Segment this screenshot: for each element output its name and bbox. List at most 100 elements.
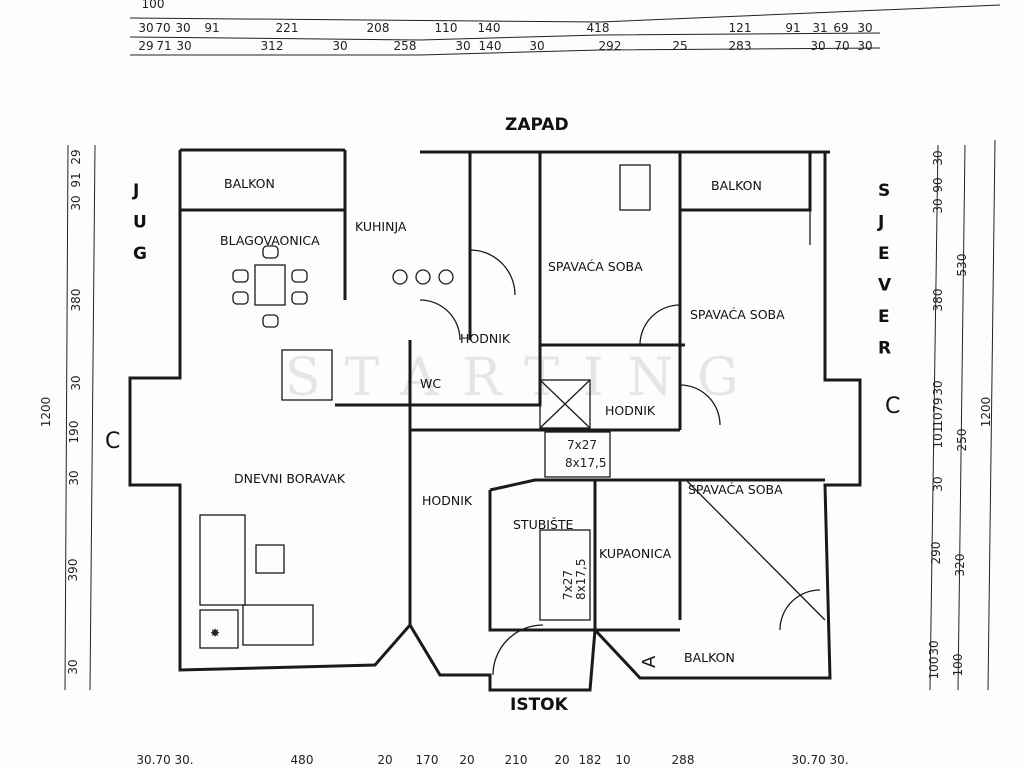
dimension-label: 30 [931, 198, 945, 213]
dimension-label: 320 [953, 554, 967, 577]
dimension-label: 30 [138, 21, 153, 35]
dimension-label: 30 [67, 470, 81, 485]
dimension-label: 20 [459, 753, 474, 767]
room-hodnik-1: HODNIK [460, 331, 511, 346]
outer-walls [128, 148, 862, 692]
dimension-label: 30 [931, 380, 945, 395]
dimension-label: 290 [929, 542, 943, 565]
dimension-label: 90 [931, 177, 945, 192]
room-wc: WC [420, 376, 441, 391]
dimension-label: 190 [67, 421, 81, 444]
dimension-label: 91 [785, 21, 800, 35]
dimension-label: 30 [69, 195, 83, 210]
dimension-label: 30 [455, 39, 470, 53]
dimension-label: 30.70 30. [136, 753, 193, 767]
dimension-label: 1200 [979, 397, 993, 428]
dimension-label: 70 [834, 39, 849, 53]
dimension-label: 30 [810, 39, 825, 53]
dimension-label: 30 [857, 21, 872, 35]
dimension-label: 221 [276, 21, 299, 35]
dimension-label: 110 [435, 21, 458, 35]
dimension-label: 530 [955, 254, 969, 277]
room-balkon-sjever: BALKON [711, 178, 762, 193]
dimension-label: 418 [587, 21, 610, 35]
dimension-label: 140 [479, 39, 502, 53]
room-stubiste: STUBIŠTE [513, 517, 574, 532]
dimension-label: 30 [176, 39, 191, 53]
dimension-label: 100 [951, 654, 965, 677]
dimension-label: 121 [729, 21, 752, 35]
section-mark-c: C [885, 394, 900, 419]
dimension-label: 182 [579, 753, 602, 767]
dimension-label: 70 [155, 21, 170, 35]
dimension-label: 30 [66, 659, 80, 674]
furniture: ✸ [199, 164, 826, 676]
room-spavaca-2: SPAVAĆA SOBA [690, 307, 785, 322]
section-mark-a: A [639, 655, 660, 668]
stair-label: 8x17,5 [574, 559, 588, 600]
label-istok: ISTOK [510, 695, 569, 715]
stair-label: 8x17,5 [565, 456, 606, 470]
dimension-label: 250 [955, 429, 969, 452]
dimension-label: 100 [142, 0, 165, 11]
room-kuhinja: KUHINJA [355, 219, 407, 234]
dimension-label: 91 [69, 172, 83, 187]
dimension-label: 170 [416, 753, 439, 767]
stair-label: 7x27 [567, 438, 597, 452]
room-balkon-istok: BALKON [684, 650, 735, 665]
dimension-label: 91 [204, 21, 219, 35]
dimension-label: 20 [554, 753, 569, 767]
room-blagovaonica: BLAGOVAONICA [220, 233, 320, 248]
room-hodnik-2: HODNIK [605, 403, 656, 418]
dimension-label: 208 [367, 21, 390, 35]
room-labels: BALKON BLAGOVAONICA KUHINJA SPAVAĆA SOBA… [220, 176, 785, 665]
dimension-label: 480 [291, 753, 314, 767]
fireplace-icon: ✸ [210, 626, 220, 640]
label-zapad: ZAPAD [505, 115, 569, 135]
dimension-label: 30 [69, 375, 83, 390]
dimension-label: 390 [66, 559, 80, 582]
dimension-label: 30 [332, 39, 347, 53]
dimension-label: 69 [833, 21, 848, 35]
dimension-label: 30 [857, 39, 872, 53]
dimension-label: 1200 [39, 397, 53, 428]
dimension-label: 380 [69, 289, 83, 312]
room-spavaca-3: SPAVAĆA SOBA [688, 482, 783, 497]
section-marks: C C A [105, 394, 900, 668]
dimension-label: 71 [156, 39, 171, 53]
dimension-label: 30 [529, 39, 544, 53]
stair-labels: 7x27 8x17,5 7x27 8x17,5 [561, 438, 606, 600]
dimension-label: 140 [478, 21, 501, 35]
dimension-label: 31 [812, 21, 827, 35]
dimension-label: 10 [615, 753, 630, 767]
dimension-label: 30 [931, 476, 945, 491]
dimension-label: 283 [729, 39, 752, 53]
watermark: STARTING [285, 348, 763, 408]
room-hodnik-3: HODNIK [422, 493, 473, 508]
section-mark-c: C [105, 429, 120, 454]
dimension-label: 30 [927, 640, 941, 655]
dimension-label: 210 [505, 753, 528, 767]
dimension-label: 79 [931, 397, 945, 412]
dimension-label: 312 [261, 39, 284, 53]
dimension-label: 29 [69, 149, 83, 164]
dimension-label: 10 [931, 412, 945, 427]
dimension-label: 258 [394, 39, 417, 53]
dimension-label: 30 [175, 21, 190, 35]
dimension-label: 292 [599, 39, 622, 53]
dimension-label: 288 [672, 753, 695, 767]
room-kupaonica: KUPAONICA [599, 546, 672, 561]
stair-label: 7x27 [561, 570, 575, 600]
dimension-label: 101 [931, 426, 945, 449]
dimension-label: 30 [931, 150, 945, 165]
dimension-label: 29 [138, 39, 153, 53]
room-dnevni-boravak: DNEVNI BORAVAK [234, 471, 346, 486]
dimension-label: 380 [931, 289, 945, 312]
room-spavaca-1: SPAVAĆA SOBA [548, 259, 643, 274]
dimension-label: 30.70 30. [791, 753, 848, 767]
